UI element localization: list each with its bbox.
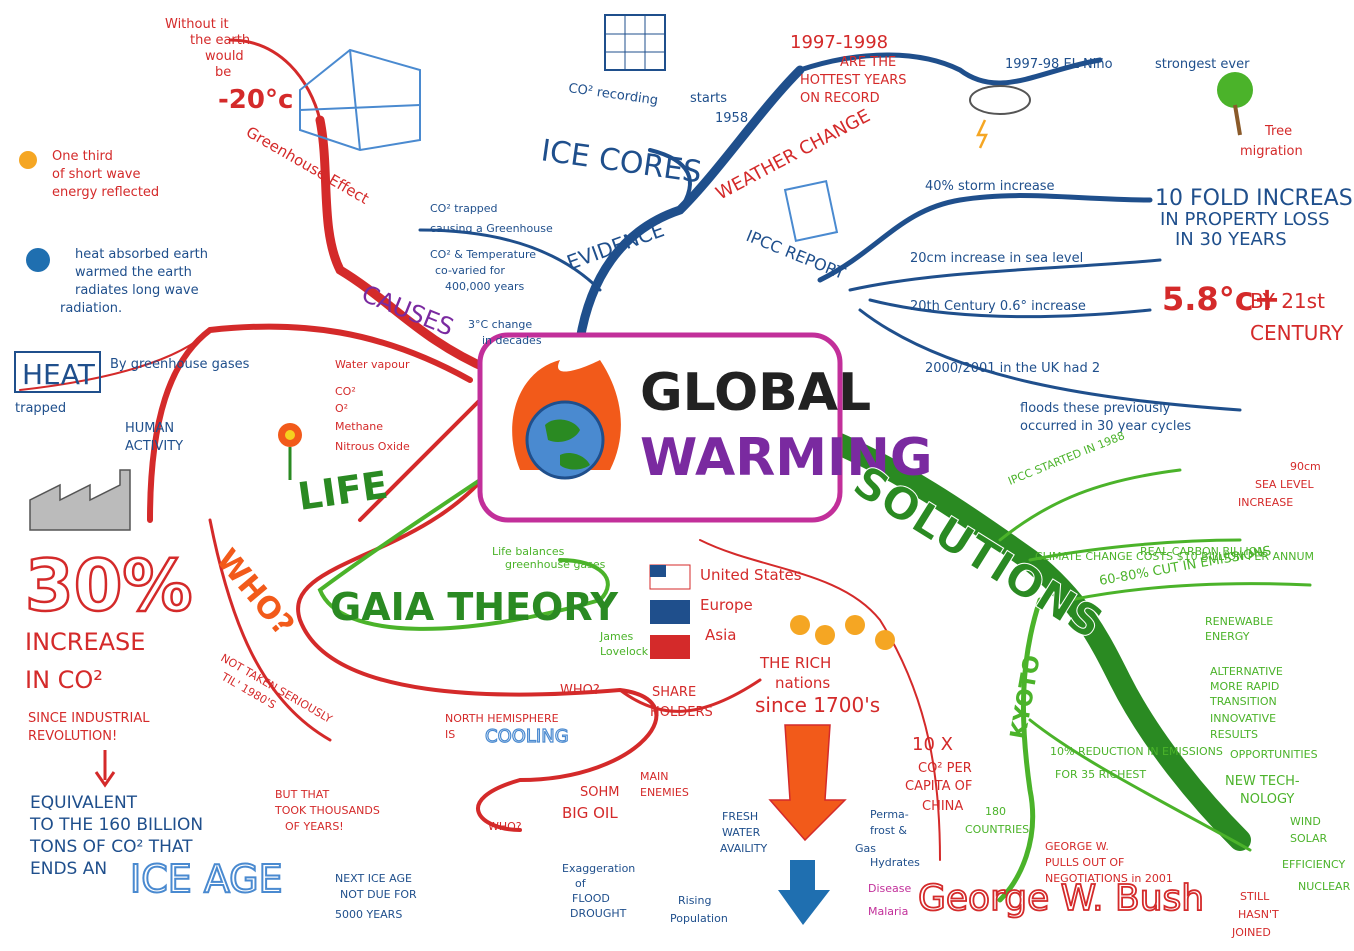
ice-cores-heading: ICE CORES	[539, 133, 704, 190]
ice-age-text: ICE AGE	[130, 857, 283, 901]
james-lovelock-text: James Lovelock	[599, 630, 649, 658]
down-arrow-icon	[94, 750, 116, 788]
who-q-text: WHO?	[560, 683, 600, 698]
century-text: 20th Century 0.6° increase	[910, 299, 1086, 314]
coins-icon	[790, 615, 895, 650]
countries-list: United States Europe Asia	[700, 566, 806, 644]
three-c-text: 3°C change in decades	[468, 318, 542, 347]
heat-absorbed-text: heat absorbed earth warmed the earth rad…	[60, 247, 212, 316]
evidence-details: CO² recording starts 1958 CO² trapped ca…	[430, 14, 1354, 509]
co2-temp-text: CO² & Temperature co-varied for 400,000 …	[430, 248, 540, 293]
north-hemisphere-text: NORTH HEMISPHERE IS	[445, 712, 562, 741]
center-title-line2: WARMING	[640, 428, 933, 488]
sun-icon	[19, 151, 50, 272]
by21-text: BY 21st CENTURY	[1250, 289, 1344, 345]
fresh-water-text: FRESH WATER AVAILITY	[720, 810, 768, 855]
disease-text: Disease Malaria	[868, 882, 915, 918]
human-activity-text: HUMAN ACTIVITY	[125, 421, 183, 454]
ten-fold-text: 10 FOLD INCREASE IN PROPERTY LOSS IN 30 …	[1155, 186, 1354, 250]
storm-text: 40% storm increase	[925, 179, 1055, 194]
heat-text: HEAT	[22, 358, 96, 391]
solutions-list: RENEWABLE ENERGY ALTERNATIVE MORE RAPID …	[1205, 615, 1318, 761]
new-tech-text: NEW TECH- NOLOGY	[1225, 774, 1304, 807]
one-third-text: One third of short wave energy reflected	[52, 149, 159, 200]
branch-lines	[19, 38, 1312, 903]
central-node: GLOBAL WARMING	[477, 332, 933, 523]
reduction-text: 10% REDUCTION IN EMISSIONS FOR 35 RICHES…	[1050, 745, 1226, 781]
trapped-text: trapped	[15, 401, 66, 416]
ten-x-text: 10 X CO² PER CAPITA OF CHINA	[905, 734, 976, 814]
thirty-percent-text: 30%	[25, 545, 193, 627]
rising-population-text: Rising Population	[670, 894, 728, 925]
evidence-heading: EVIDENCE	[564, 217, 668, 274]
graph-icon	[604, 14, 666, 71]
ipcc-heading: IPCC REPORT	[744, 226, 849, 283]
flower-icon	[278, 423, 302, 480]
equivalent-text: EQUIVALENT TO THE 160 BILLION TONS OF CO…	[29, 793, 208, 879]
flag-icons	[649, 564, 691, 659]
uk-floods-text: 2000/2001 in the UK had 2 floods these p…	[925, 361, 1191, 434]
hottest-years-text: 1997-1998 ARE THE HOTTEST YEARS ON RECOR…	[790, 32, 911, 106]
factory-icon	[29, 469, 131, 531]
180-countries-text: 180 COUNTRIES	[965, 805, 1029, 836]
minus20-text: -20°c	[218, 85, 293, 115]
center-title-line1: GLOBAL	[640, 363, 871, 423]
cost-text: CLIMATE CHANGE COSTS $10 BILLION PER ANN…	[1035, 545, 1318, 563]
co2-trapped-text: CO² trapped causing a Greenhouse	[430, 202, 553, 235]
by-gases-text: By greenhouse gases	[110, 357, 250, 372]
bush-text: George W. Bush	[918, 878, 1204, 919]
gaia-heading: GAIA THEORY	[330, 585, 619, 629]
tree-icon	[1217, 72, 1253, 136]
increase-co2-text: INCREASE IN CO²	[25, 628, 153, 694]
who-details: Life balances greenhouse gases James Lov…	[445, 545, 1205, 925]
who2-text: WHO?	[488, 820, 522, 833]
house-icon	[299, 48, 421, 152]
ipcc1988-text: IPCC STARTED IN 1988	[1006, 429, 1126, 488]
heat-box	[14, 351, 101, 393]
big-arrow-icon	[768, 724, 847, 925]
rich-nations-text: THE RICH nations since 1700's	[755, 654, 880, 717]
sea-level-text: 20cm increase in sea level	[910, 251, 1083, 266]
tree-migration-text: Tree migration	[1240, 124, 1303, 159]
who-heading: WHO?	[209, 543, 301, 643]
but-that-text: BUT THAT TOOK THOUSANDS OF YEARS!	[274, 788, 383, 833]
big-oil-text: BIG OIL	[562, 804, 618, 822]
report-icon	[783, 180, 839, 242]
wind-solar-text: WIND SOLAR EFFICIENCY NUCLEAR	[1282, 815, 1351, 893]
co2-recording-text: CO² recording	[567, 81, 659, 108]
earth-icon	[512, 360, 621, 480]
exaggeration-text: Exaggeration of FLOOD DROUGHT	[562, 862, 639, 920]
next-ice-age-text: NEXT ICE AGE NOT DUE FOR 5000 YEARS	[335, 872, 420, 921]
life-balances-text: Life balances greenhouse gases	[492, 545, 606, 571]
cooling-text: COOLING	[485, 726, 569, 747]
since-industrial-text: SINCE INDUSTRIAL REVOLUTION!	[28, 711, 154, 744]
main-enemies-text: MAIN ENEMIES	[640, 770, 689, 799]
sea90-text: 90cm SEA LEVEL INCREASE	[1238, 460, 1324, 509]
causes-details: Without it the earth would be -20°c One …	[14, 17, 421, 921]
causes-heading: CAUSES	[358, 280, 458, 342]
sohm-text: SOHM	[580, 785, 619, 800]
greenhouse-heading: Greenhouse Effect	[243, 123, 372, 208]
gases-list: Water vapour CO² O² Methane Nitrous Oxid…	[335, 358, 413, 453]
el-nino-text: 1997-98 EL Niño strongest ever	[1005, 57, 1250, 72]
shareholders-text: SHARE HOLDERS	[650, 685, 713, 720]
bush-pulled-text: GEORGE W. PULLS OUT OF NEGOTIATIONS in 2…	[1045, 840, 1173, 885]
starts-text: starts 1958	[690, 91, 748, 126]
permafrost-text: Perma- frost & Gas Hydrates	[855, 808, 920, 869]
without-text: Without it the earth would be	[165, 17, 254, 80]
life-heading: LIFE	[295, 463, 391, 519]
cloud-icon	[969, 85, 1031, 149]
still-hasnt-joined-text: STILL HASN'T JOINED	[1231, 890, 1282, 939]
five-eight-text: 5.8°c+	[1162, 280, 1280, 318]
not-taken-text: NOT TAKEN SERIOUSLY TIL' 1980'S	[211, 651, 338, 741]
